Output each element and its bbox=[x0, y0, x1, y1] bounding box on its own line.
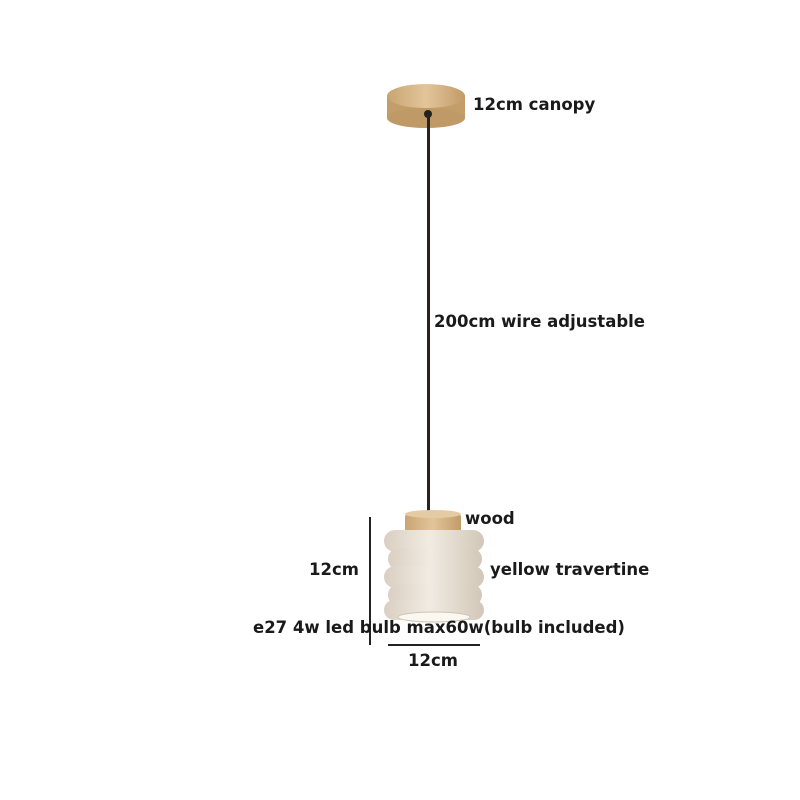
height-label: 12cm bbox=[309, 560, 359, 579]
wire bbox=[427, 114, 430, 514]
bulb-label: e27 4w led bulb max60w(bulb included) bbox=[253, 618, 625, 637]
travertine-shade bbox=[384, 530, 484, 623]
height-dimension-line bbox=[369, 517, 371, 645]
wood-cap bbox=[405, 510, 461, 532]
canopy bbox=[387, 84, 465, 128]
cap-material-label: wood bbox=[465, 509, 515, 528]
width-dimension-line bbox=[388, 644, 480, 646]
wire-label: 200cm wire adjustable bbox=[434, 312, 645, 331]
width-label: 12cm bbox=[408, 651, 458, 670]
canopy-label: 12cm canopy bbox=[473, 95, 596, 114]
shade-material-label: yellow travertine bbox=[490, 560, 650, 579]
